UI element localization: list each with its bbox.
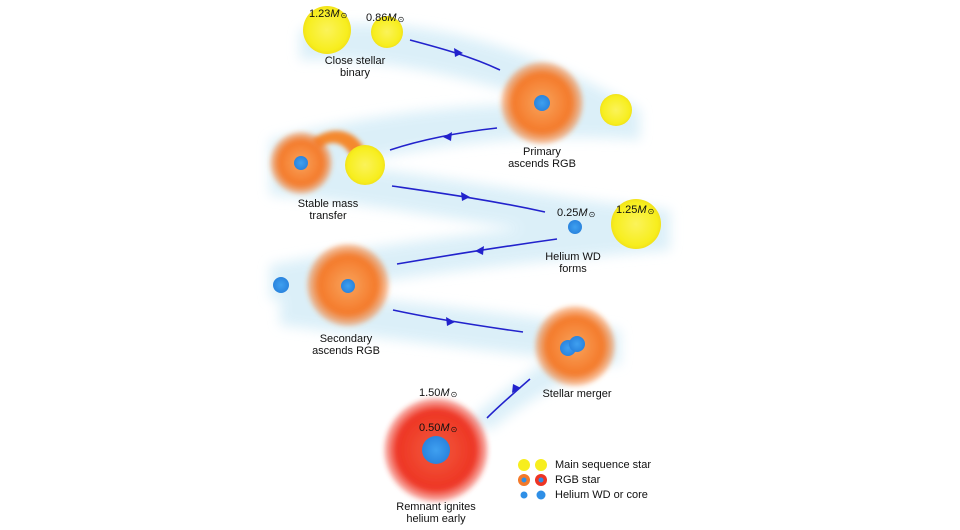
arrow-head-6 bbox=[512, 384, 521, 393]
mass-unit: M bbox=[637, 204, 647, 216]
haze-ribbons bbox=[270, 23, 670, 430]
arrow-2 bbox=[389, 127, 498, 151]
mass-unit: M bbox=[440, 422, 450, 434]
sun-symbol: ⊙ bbox=[397, 15, 405, 24]
mass-unit: M bbox=[330, 8, 340, 20]
mass-label-remnant: 1.50M⊙ bbox=[419, 387, 457, 401]
label-remnant: Remnant ignites helium early bbox=[396, 501, 476, 525]
secondary-star-2 bbox=[600, 94, 632, 126]
mass-label-secondary: 0.86M⊙ bbox=[366, 12, 404, 26]
mass-unit: M bbox=[440, 387, 450, 399]
arrow-5 bbox=[392, 309, 524, 333]
sun-symbol: ⊙ bbox=[450, 425, 458, 434]
mass-label-companion: 1.25M⊙ bbox=[616, 204, 654, 218]
primary-star-1 bbox=[303, 6, 351, 54]
arrow-head-3 bbox=[461, 192, 470, 201]
secondary-star-1 bbox=[371, 16, 403, 48]
arrow-6 bbox=[486, 378, 531, 419]
mass-value: 1.25 bbox=[616, 204, 638, 216]
donor-core bbox=[294, 156, 308, 170]
mass-value: 0.25 bbox=[557, 207, 579, 219]
merger-core-b bbox=[569, 336, 585, 352]
mass-label-core: 0.50M⊙ bbox=[419, 422, 457, 436]
mass-unit: M bbox=[387, 12, 397, 24]
helium-wd-2 bbox=[273, 277, 289, 293]
sun-symbol: ⊙ bbox=[647, 207, 655, 216]
label-helium-wd: Helium WD forms bbox=[545, 251, 601, 275]
legend-rgb: RGB star bbox=[555, 474, 601, 486]
mass-value: 1.50 bbox=[419, 387, 441, 399]
mass-unit: M bbox=[578, 207, 588, 219]
mass-value: 0.50 bbox=[419, 422, 441, 434]
helium-wd-1 bbox=[568, 220, 582, 234]
label-secondary-rgb: Secondary ascends RGB bbox=[312, 333, 380, 357]
label-close-binary: Close stellar binary bbox=[324, 55, 386, 79]
arrow-head-2 bbox=[443, 132, 452, 141]
sun-symbol: ⊙ bbox=[588, 210, 596, 219]
mass-value: 0.86 bbox=[366, 12, 388, 24]
legend-rgb-swatch-a-core bbox=[521, 477, 527, 483]
legend-wd-swatch-b bbox=[536, 490, 546, 500]
legend-swatches bbox=[518, 459, 547, 500]
accretor-star bbox=[345, 145, 385, 185]
label-stable-transfer: Stable mass transfer bbox=[297, 198, 359, 222]
mass-label-wd: 0.25M⊙ bbox=[557, 207, 595, 221]
legend-main-sequence: Main sequence star bbox=[555, 459, 651, 471]
remnant-core bbox=[422, 436, 450, 464]
sun-symbol: ⊙ bbox=[450, 390, 458, 399]
arrow-head-4 bbox=[475, 246, 484, 255]
label-merger: Stellar merger bbox=[542, 388, 612, 400]
mass-value: 1.23 bbox=[309, 8, 331, 20]
legend-helium-wd: Helium WD or core bbox=[555, 489, 648, 501]
sun-symbol: ⊙ bbox=[340, 11, 348, 20]
companion-star bbox=[611, 199, 661, 249]
arrow-head-5 bbox=[446, 317, 455, 326]
legend-ms-swatch-b bbox=[535, 459, 547, 471]
primary-rgb-core bbox=[534, 95, 550, 111]
secondary-rgb-core bbox=[341, 279, 355, 293]
legend-rgb-swatch-b-core bbox=[538, 477, 544, 483]
legend-wd-swatch-a bbox=[520, 491, 528, 499]
label-primary-rgb: Primary ascends RGB bbox=[508, 146, 576, 170]
mass-label-primary: 1.23M⊙ bbox=[309, 8, 347, 22]
legend-ms-swatch-a bbox=[518, 459, 530, 471]
arrow-head-1 bbox=[454, 48, 463, 57]
arrow-heads bbox=[443, 48, 521, 393]
